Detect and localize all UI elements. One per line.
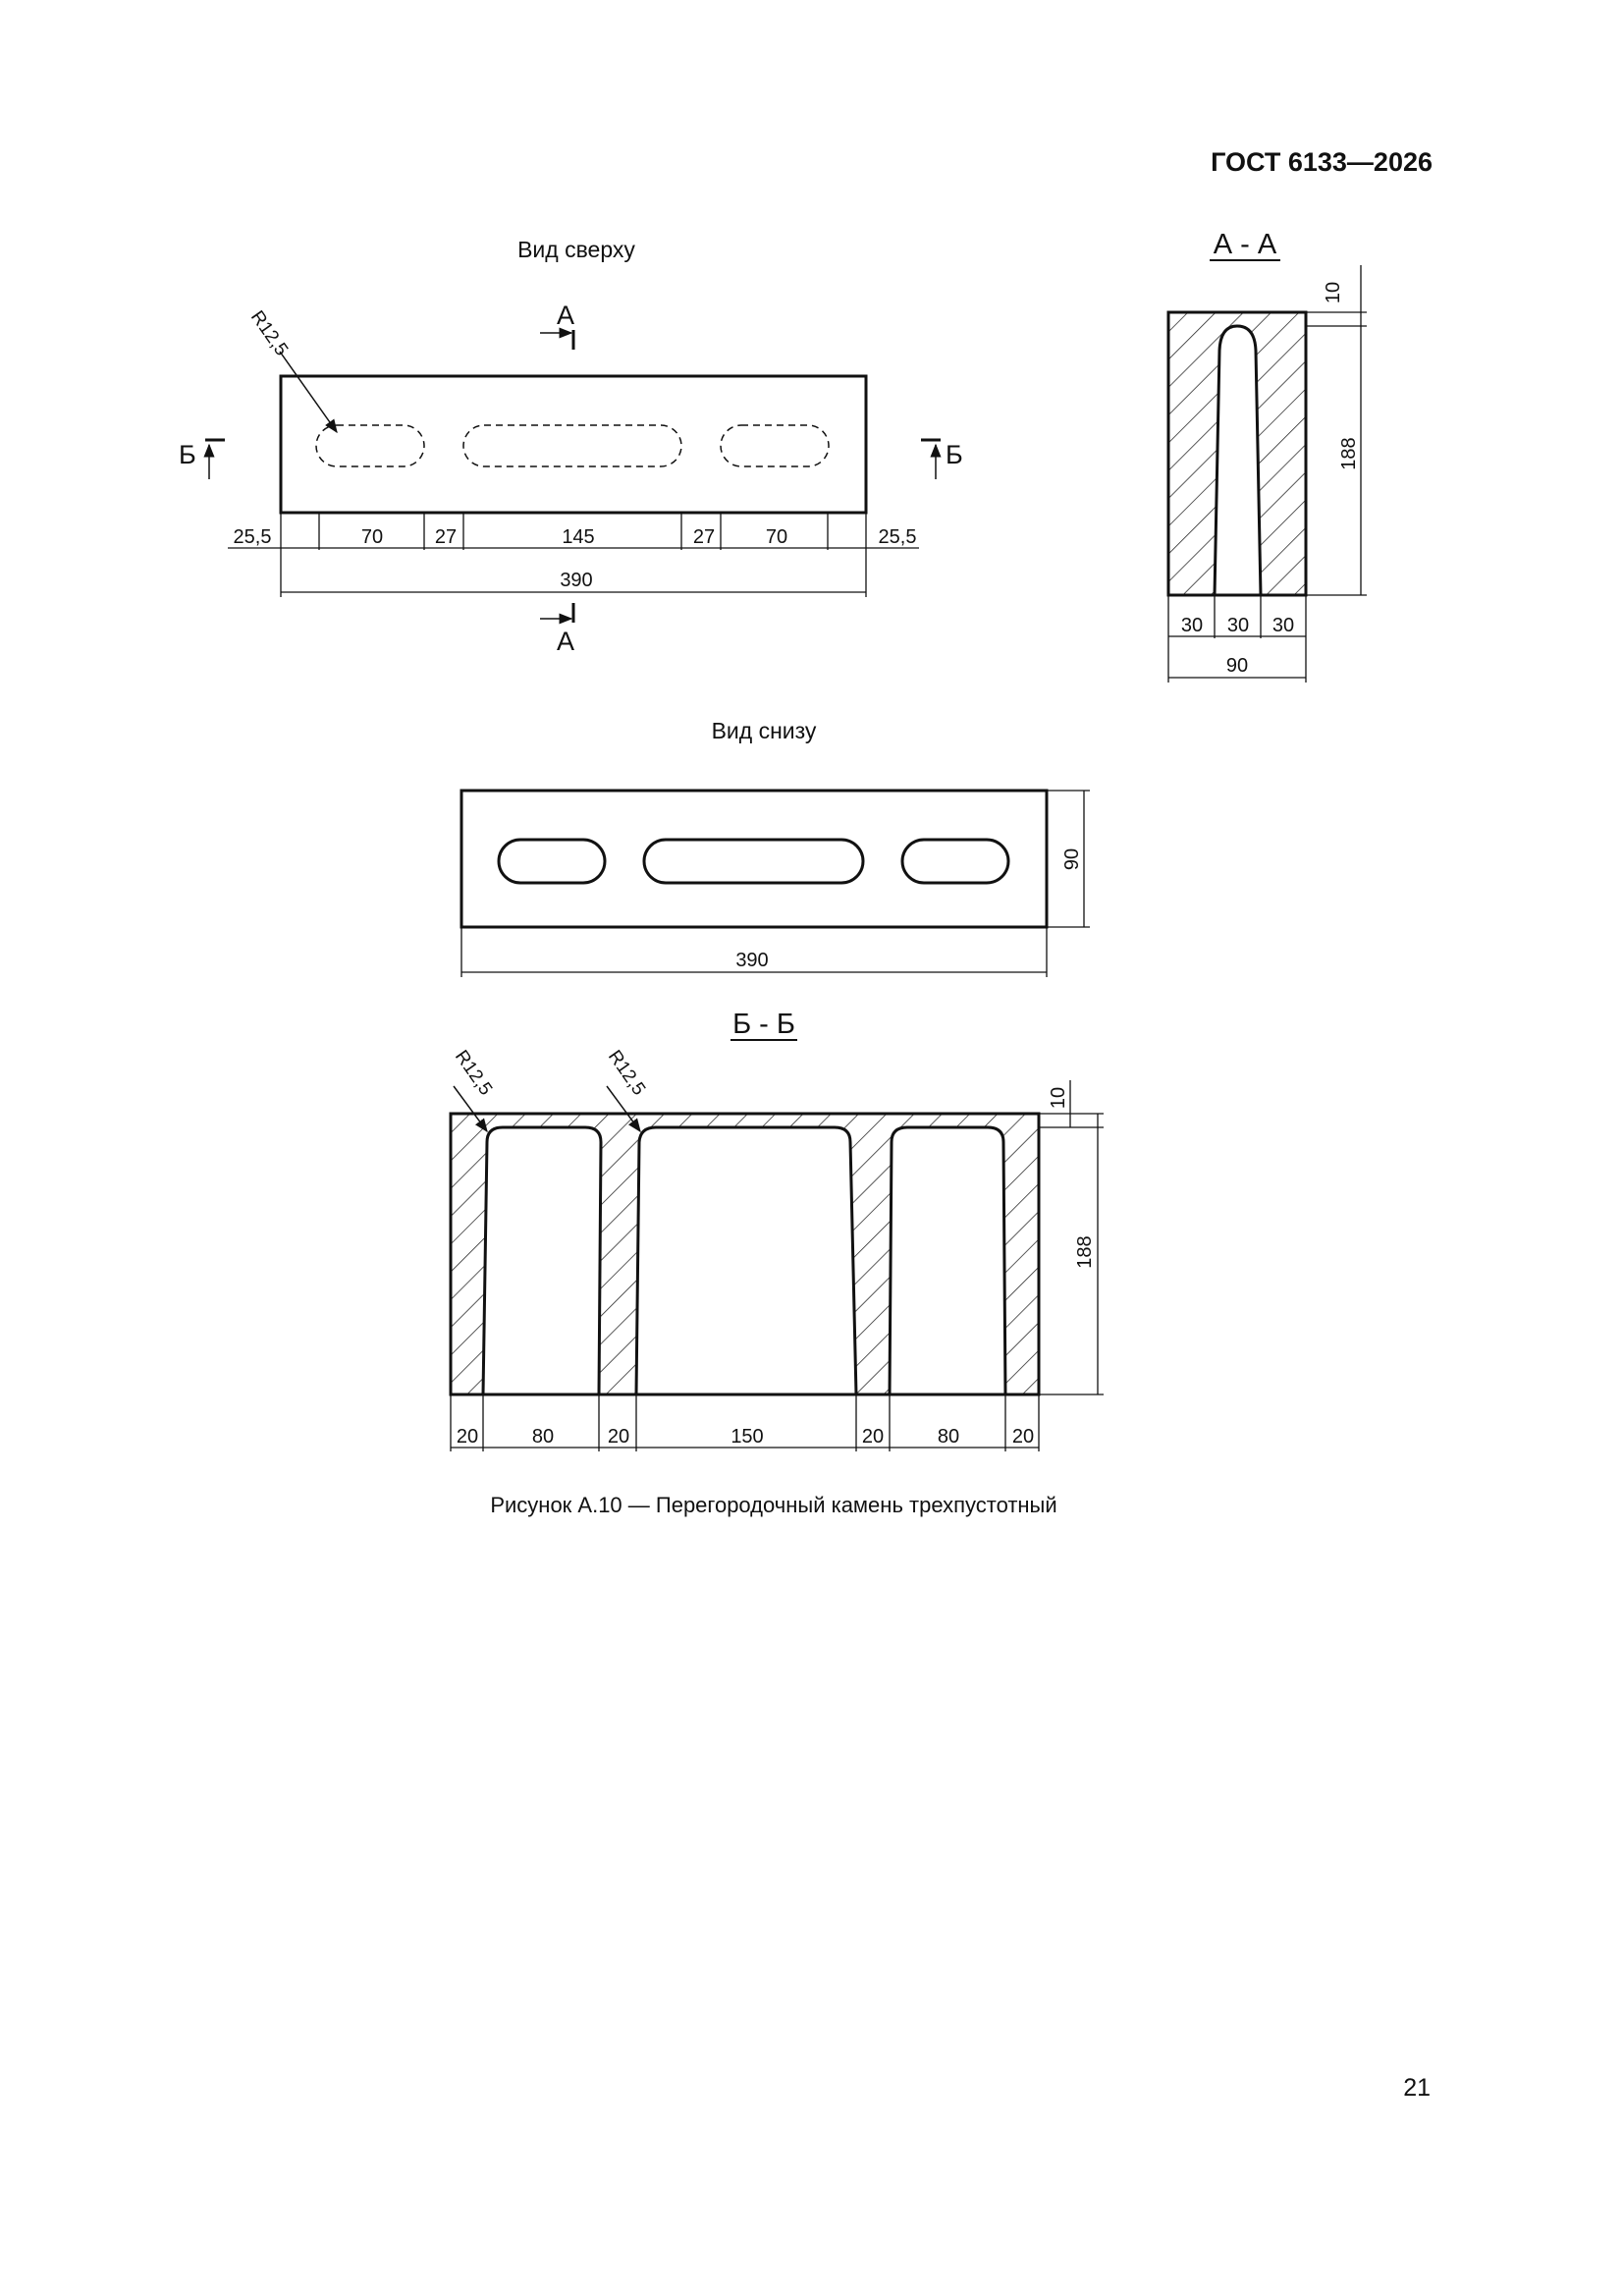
section-bb-dim-4: 150 <box>730 1426 763 1448</box>
section-aa-void <box>1213 324 1263 597</box>
void-left <box>497 838 607 885</box>
top-dim-total: 390 <box>560 570 592 591</box>
section-b-marker-left: Б <box>179 438 225 479</box>
section-bb-dimensions <box>450 1080 1104 1451</box>
section-bb-dim-3: 20 <box>608 1426 629 1448</box>
section-bb-void-left <box>481 1125 603 1396</box>
radius-leader <box>279 351 338 434</box>
radius-label: R12,5 <box>246 307 292 360</box>
radius-leader-2 <box>606 1085 641 1133</box>
top-dim-7: 25,5 <box>879 526 917 548</box>
bottom-view-title: Вид снизу <box>712 718 817 743</box>
top-dim-6: 70 <box>766 526 787 548</box>
section-bb-void-middle <box>634 1125 858 1396</box>
bottom-dim-height: 90 <box>1061 848 1083 870</box>
top-dim-4: 145 <box>562 526 594 548</box>
radius-leader-1 <box>453 1085 488 1133</box>
section-b-label-left: Б <box>179 440 196 469</box>
section-bb-dim-1: 20 <box>457 1426 478 1448</box>
top-view-outline <box>279 374 868 515</box>
section-aa-dim-1: 30 <box>1181 615 1203 636</box>
section-b-marker-right: Б <box>921 438 963 479</box>
section-aa-dim-height: 188 <box>1338 437 1360 469</box>
top-dimension-chain <box>228 513 919 597</box>
section-aa-dim-3: 30 <box>1272 615 1294 636</box>
section-bb-dim-6: 80 <box>938 1426 959 1448</box>
bottom-dim-total: 390 <box>735 950 768 971</box>
section-bb-dim-5: 20 <box>862 1426 884 1448</box>
figure-caption: Рисунок А.10 — Перегородочный камень тре… <box>490 1493 1056 1517</box>
section-bb-title: Б - Б <box>732 1009 795 1040</box>
section-aa: А - А 10 188 30 30 30 90 <box>1166 229 1367 683</box>
top-dim-5: 27 <box>693 526 715 548</box>
section-a-marker-top: А <box>540 301 575 350</box>
section-bb-dim-2: 80 <box>532 1426 554 1448</box>
section-bb: Б - Б R12,5 R12,5 10 188 20 <box>449 1009 1104 1451</box>
top-dim-2: 70 <box>361 526 383 548</box>
hidden-void-right <box>720 424 830 467</box>
page-number: 21 <box>1403 2074 1431 2102</box>
top-view-title: Вид сверху <box>517 237 635 262</box>
page-header: ГОСТ 6133—2026 <box>1211 147 1433 177</box>
section-aa-dimensions <box>1167 265 1367 683</box>
section-aa-dim-total: 90 <box>1226 655 1248 677</box>
section-bb-dim-7: 20 <box>1012 1426 1034 1448</box>
bottom-view: Вид снизу 90 390 <box>460 718 1090 977</box>
void-right <box>900 838 1010 885</box>
section-aa-dim-2: 30 <box>1227 615 1249 636</box>
section-a-label-bottom: А <box>557 627 574 656</box>
top-dim-3: 27 <box>435 526 457 548</box>
section-a-label-top: А <box>557 301 574 330</box>
section-bb-dim-height: 188 <box>1074 1235 1096 1268</box>
section-aa-dim-top: 10 <box>1323 282 1344 303</box>
hidden-void-middle <box>462 424 682 467</box>
section-bb-void-right <box>888 1125 1007 1396</box>
section-b-label-right: Б <box>946 440 963 469</box>
section-a-marker-bottom: А <box>540 603 575 656</box>
bottom-view-outline <box>460 789 1049 929</box>
section-aa-title: А - А <box>1214 229 1277 260</box>
top-view: Вид сверху R12,5 А А Б Б <box>179 237 963 656</box>
bottom-view-dimensions <box>460 790 1090 977</box>
void-middle <box>642 838 865 885</box>
top-dim-1: 25,5 <box>234 526 272 548</box>
section-bb-dim-top: 10 <box>1048 1087 1069 1109</box>
hidden-void-left <box>315 424 425 467</box>
